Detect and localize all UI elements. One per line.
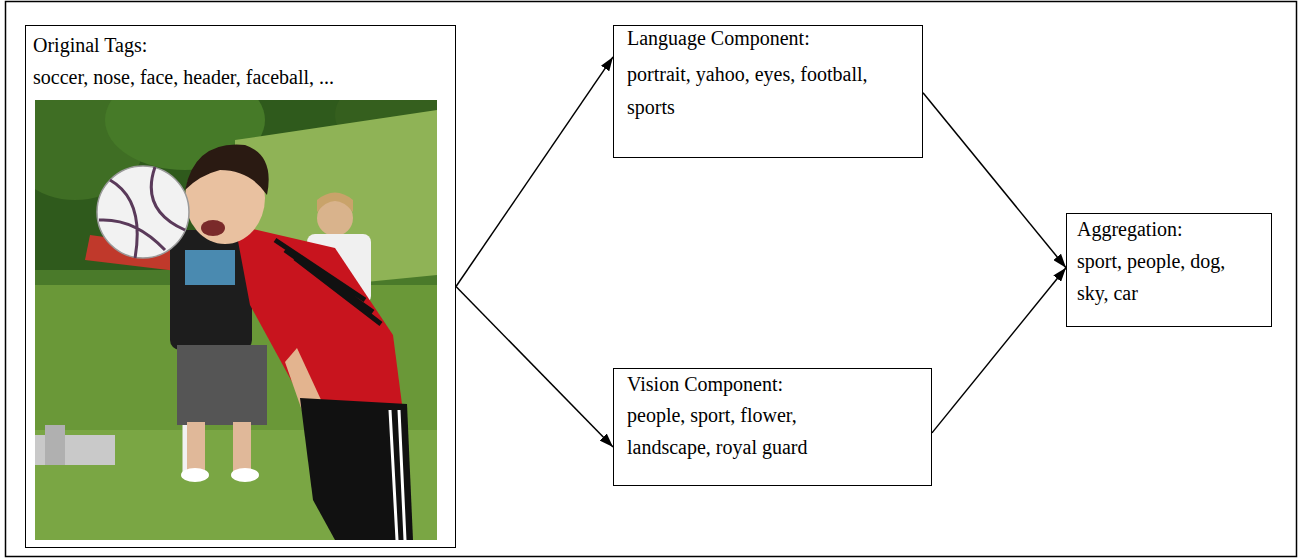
bystander-leg (233, 422, 251, 472)
text-box: Language Component: portrait, yahoo, eyes… (613, 25, 923, 158)
ball-seams (99, 167, 185, 258)
box-heading: Aggregation: (1077, 216, 1261, 242)
text-box: Original Tags: soccer, nose, face, header… (25, 25, 456, 548)
ball (97, 166, 189, 258)
boy-hair (185, 145, 269, 195)
box-body: soccer, nose, face, header, faceball, ..… (33, 62, 448, 93)
arrow-connector (932, 268, 1066, 433)
arrow-connector (456, 57, 613, 287)
shoe (231, 468, 259, 482)
shoe (181, 468, 209, 482)
bystander-shorts (177, 345, 267, 425)
shirt-stripes (275, 240, 381, 324)
box-heading: Language Component: (627, 26, 909, 50)
box-body: portrait, yahoo, eyes, football, sports (627, 58, 877, 124)
boy-mouth (201, 220, 225, 236)
box-body: sport, people, dog, sky, car (1077, 245, 1259, 309)
box-body: people, sport, flower, landscape, royal … (627, 399, 877, 463)
text-box: Aggregation: sport, people, dog, sky, car (1066, 213, 1272, 327)
shorts-stripes (390, 410, 405, 540)
box-heading: Original Tags: (33, 32, 448, 58)
box-heading: Vision Component: (627, 371, 918, 397)
woman-hair (317, 193, 353, 213)
arrow-connector (923, 93, 1066, 268)
outer-frame (6, 2, 1297, 557)
photo (35, 100, 437, 540)
text-box: Vision Component:people, sport, flower, … (613, 368, 932, 486)
boy-shorts (300, 398, 413, 540)
arrow-connector (456, 287, 613, 448)
shirt-print (185, 250, 235, 285)
chairs (45, 425, 65, 465)
boy-shirt (235, 225, 403, 412)
bystander-leg (187, 422, 205, 472)
